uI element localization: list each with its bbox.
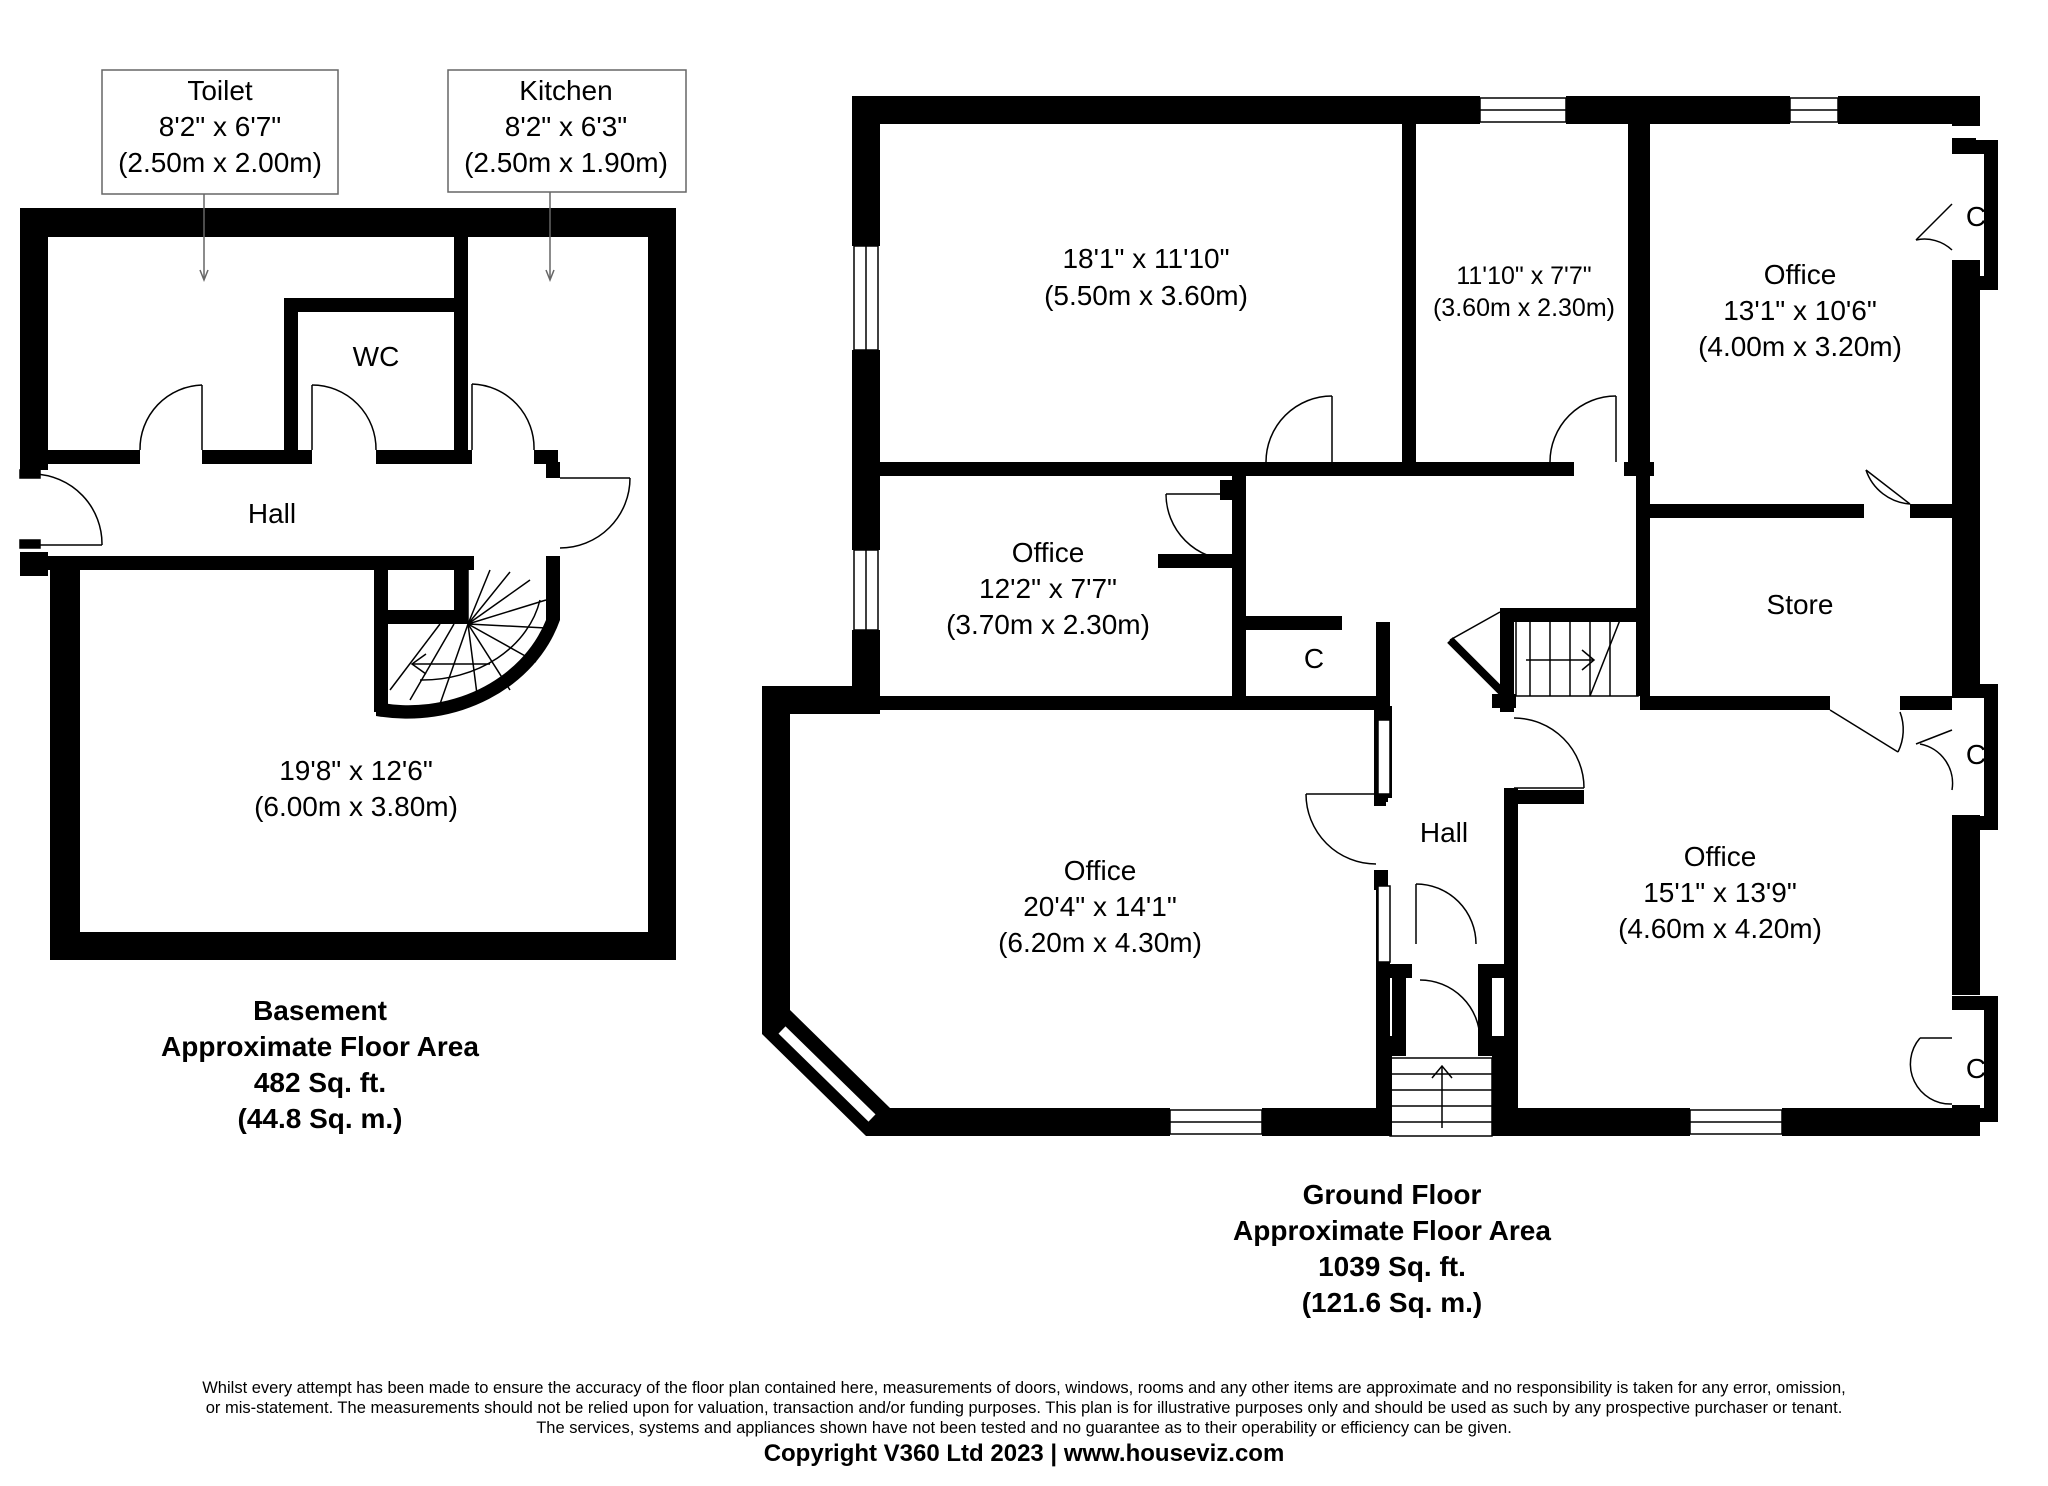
kitchen-callout-imperial: 8'2" x 6'3" (505, 111, 627, 142)
toilet-callout-imperial: 8'2" x 6'7" (159, 111, 281, 142)
basement-stair-wall-left (374, 610, 388, 712)
ground-doors (1165, 203, 1954, 1105)
office-se-imperial: 15'1" x 13'9" (1643, 877, 1797, 908)
ground-summary-subtitle: Approximate Floor Area (1233, 1215, 1551, 1246)
room-a-imperial: 18'1" x 11'10" (1062, 243, 1229, 274)
ground-floor-plan: 18'1" x 11'10" (5.50m x 3.60m) 11'10" x … (762, 96, 1998, 1318)
bay-window-glass (778, 1026, 876, 1122)
cupboard-se-label: C (1966, 1053, 1986, 1084)
basement-plan: Toilet 8'2" x 6'7" (2.50m x 2.00m) Kitch… (19, 69, 687, 1134)
room-b-metric: (3.60m x 2.30m) (1433, 294, 1615, 322)
disclaimer-line-1: Whilst every attempt has been made to en… (202, 1379, 1846, 1397)
room-b-imperial: 11'10" x 7'7" (1456, 262, 1591, 290)
basement-doors (19, 383, 631, 549)
office-sw-name: Office (1064, 855, 1137, 886)
room-a-metric: (5.50m x 3.60m) (1044, 280, 1248, 311)
copyright: Copyright V360 Ltd 2023 | www.houseviz.c… (763, 1440, 1285, 1467)
kitchen-callout-name: Kitchen (519, 75, 612, 106)
basement-spiral-stairs (389, 569, 547, 705)
toilet-callout-metric: (2.50m x 2.00m) (118, 147, 322, 178)
office-se-name: Office (1684, 841, 1757, 872)
basement-callouts (101, 69, 687, 283)
office-ne-metric: (4.00m x 3.20m) (1698, 331, 1902, 362)
basement-summary-sqft: 482 Sq. ft. (254, 1067, 386, 1098)
ground-windows (853, 97, 1839, 1135)
basement-stair-wall-inner (454, 556, 468, 624)
basement-summary-subtitle: Approximate Floor Area (161, 1031, 479, 1062)
ground-summary-sqft: 1039 Sq. ft. (1318, 1251, 1466, 1282)
office-w-metric: (3.70m x 2.30m) (946, 609, 1150, 640)
basement-summary-sqm: (44.8 Sq. m.) (238, 1103, 403, 1134)
basement-main-room-metric: (6.00m x 3.80m) (254, 791, 458, 822)
cupboard-e-label: C (1966, 739, 1986, 770)
cupboard-hall-label: C (1304, 643, 1324, 674)
ground-hall-label: Hall (1420, 817, 1468, 848)
kitchen-callout-metric: (2.50m x 1.90m) (464, 147, 668, 178)
basement-main-room-imperial: 19'8" x 12'6" (279, 755, 433, 786)
basement-hall-label: Hall (248, 498, 296, 529)
cupboard-ne-label: C (1966, 201, 1986, 232)
ground-summary-sqm: (121.6 Sq. m.) (1302, 1287, 1483, 1318)
toilet-callout-name: Toilet (187, 75, 253, 106)
office-sw-metric: (6.20m x 4.30m) (998, 927, 1202, 958)
basement-summary-title: Basement (253, 995, 387, 1026)
office-ne-name: Office (1764, 259, 1837, 290)
front-steps (1389, 1057, 1493, 1137)
disclaimer-line-2: or mis-statement. The measurements shoul… (205, 1399, 1843, 1417)
office-sw-imperial: 20'4" x 14'1" (1023, 891, 1177, 922)
office-w-name: Office (1012, 537, 1085, 568)
ground-summary-title: Ground Floor (1303, 1179, 1482, 1210)
office-se-metric: (4.60m x 4.20m) (1618, 913, 1822, 944)
disclaimer-line-3: The services, systems and appliances sho… (536, 1419, 1512, 1437)
office-ne-imperial: 13'1" x 10'6" (1723, 295, 1877, 326)
office-w-imperial: 12'2" x 7'7" (979, 573, 1117, 604)
ground-walls (762, 96, 1998, 1136)
basement-stair-wall-top (374, 610, 454, 624)
disclaimer: Whilst every attempt has been made to en… (0, 1378, 2048, 1438)
basement-walls (20, 208, 676, 960)
basement-wc-label: WC (353, 341, 400, 372)
ground-stairs (1447, 611, 1639, 697)
store-label: Store (1767, 589, 1834, 620)
basement-stair-wall (376, 556, 560, 719)
